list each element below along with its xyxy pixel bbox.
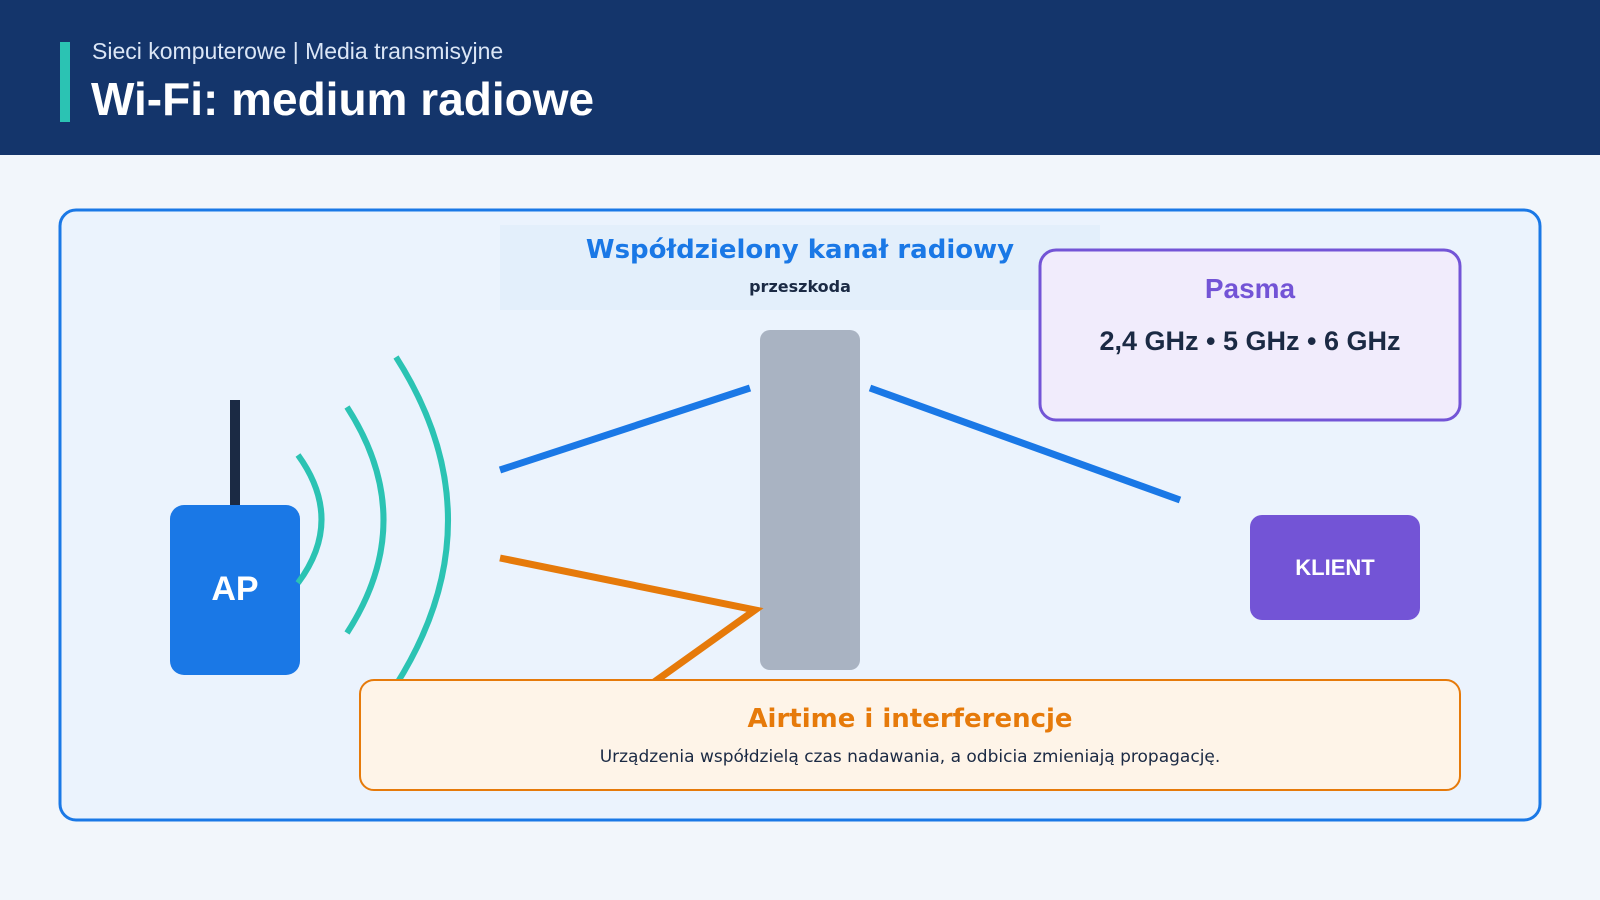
airtime-title: Airtime i interferencje [747, 704, 1072, 734]
client-label: KLIENT [1295, 555, 1375, 580]
wifi-wave-small [295, 453, 325, 585]
channel-title: Współdzielony kanał radiowy [586, 235, 1014, 265]
ap-label: AP [211, 570, 258, 608]
wifi-wave-medium [344, 405, 387, 635]
access-point [170, 505, 300, 675]
header-subtitle: Sieci komputerowe | Media transmisyjne [92, 38, 504, 64]
wifi-wave-large [393, 355, 451, 687]
reflected-signal-path [499, 554, 764, 688]
channel-title-band [500, 225, 1100, 310]
obstacle [760, 330, 860, 670]
header-accent-bar [60, 42, 70, 122]
header-bar: Sieci komputerowe | Media transmisyjne W… [0, 0, 1600, 155]
page-title: Wi-Fi: medium radiowe [91, 73, 595, 125]
obstacle-label: przeszkoda [749, 277, 851, 296]
client-device [1250, 515, 1420, 620]
signal-path-to-client [868, 384, 1182, 504]
signal-path-to-obstacle [498, 384, 752, 474]
airtime-box [359, 679, 1461, 791]
bands-values: 2,4 GHz • 5 GHz • 6 GHz [1100, 326, 1401, 356]
airtime-description: Urządzenia współdzielą czas nadawania, a… [600, 747, 1221, 767]
bands-box [1038, 248, 1462, 422]
bands-title: Pasma [1205, 273, 1296, 304]
